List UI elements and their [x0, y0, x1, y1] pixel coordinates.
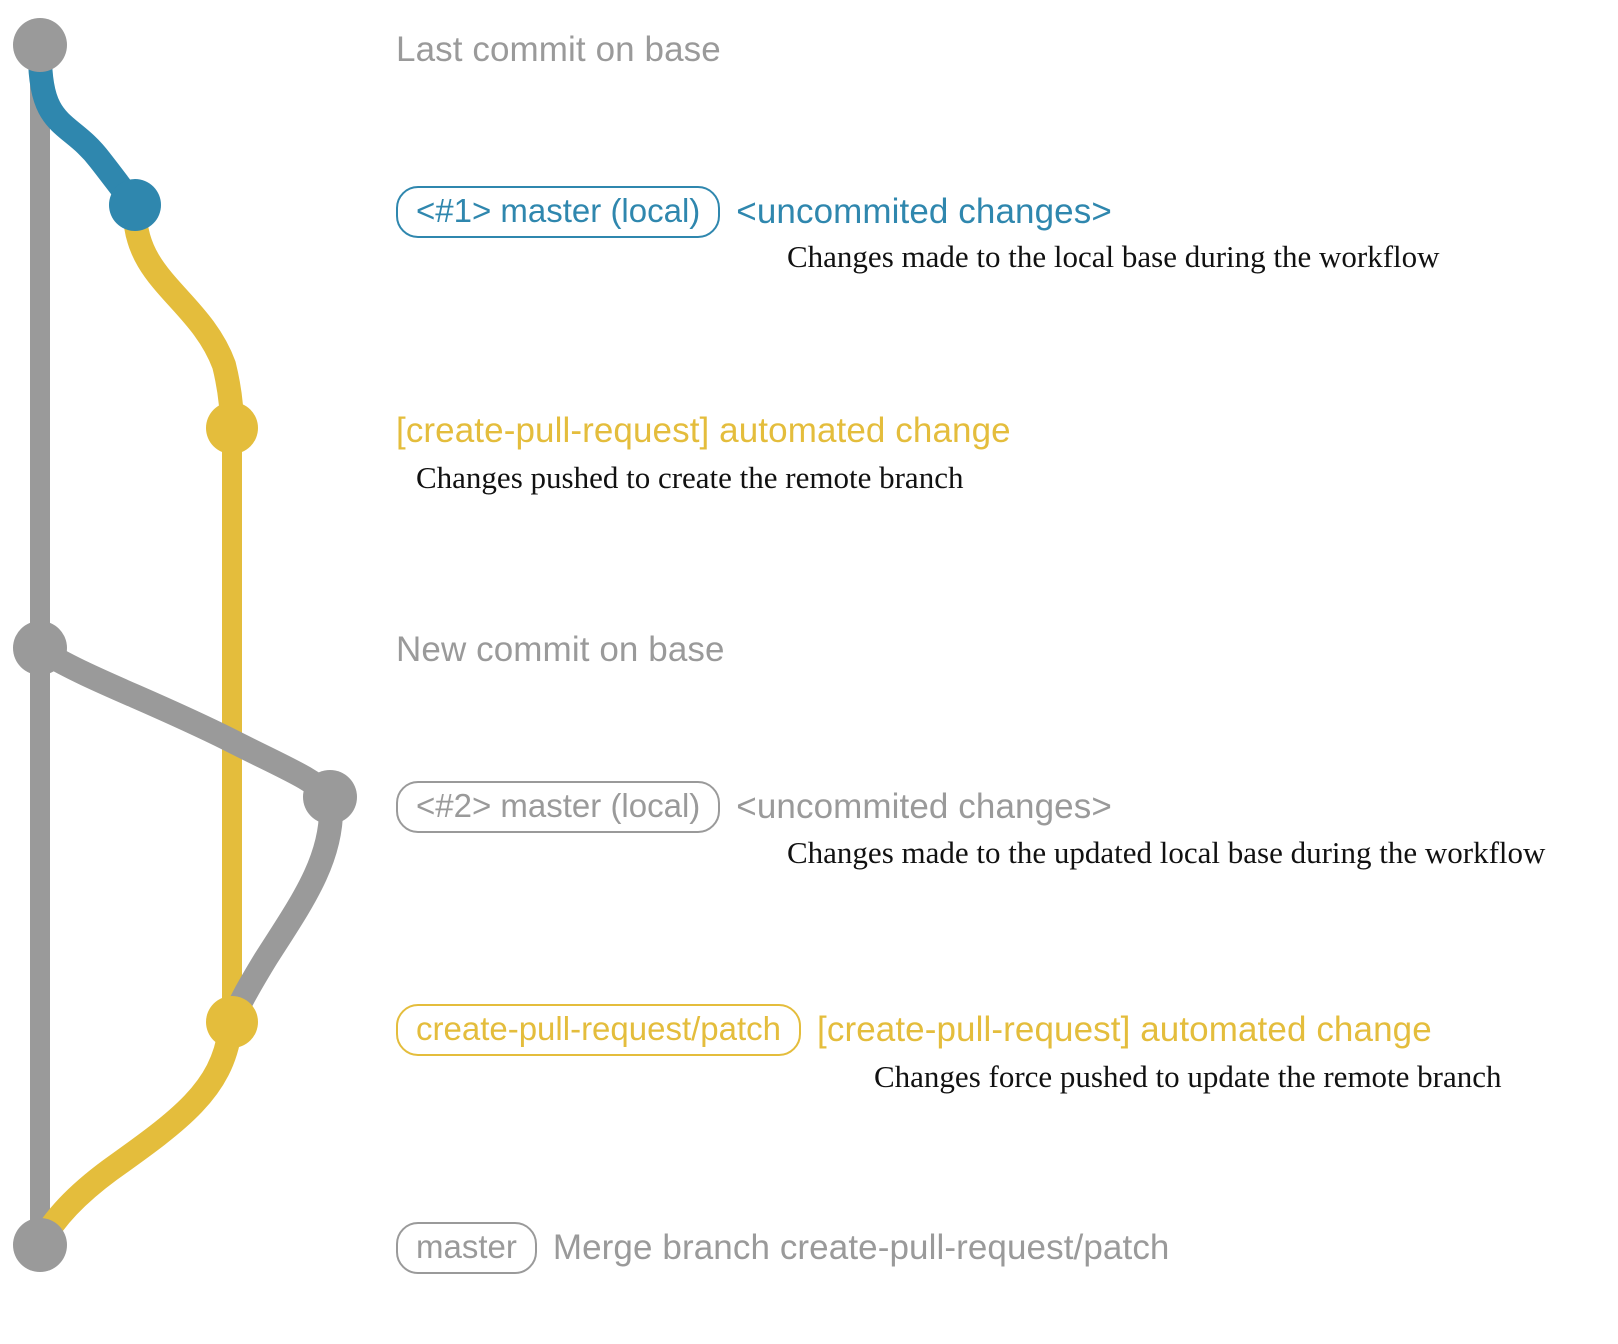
commit-row-automated-change-2: create-pull-request/patch [create-pull-r… [396, 1004, 1432, 1056]
commit-message-merge-branch: Merge branch create-pull-request/patch [552, 1228, 1170, 1267]
commit-node-merge-branch[interactable] [13, 1218, 67, 1272]
branch-chip-master[interactable]: master [396, 1222, 537, 1274]
edge-patch2-to-master [29, 1018, 242, 1255]
commit-row-new-commit-on-base: New commit on base [396, 630, 725, 670]
branch-chip-master-local-2[interactable]: <#2> master (local) [396, 781, 721, 833]
commit-node-last-commit-on-base[interactable] [13, 18, 67, 72]
edge-base2-to-local2 [32, 640, 342, 809]
commit-message-automated-change-2: [create-pull-request] automated change [817, 1010, 1432, 1049]
commit-node-new-commit-on-base[interactable] [13, 621, 67, 675]
commit-message-new-commit-on-base: New commit on base [396, 630, 725, 669]
edge-local1-to-patch1 [123, 200, 244, 440]
commit-description-master-local-2: Changes made to the updated local base d… [787, 835, 1546, 870]
commit-description-automated-change-2: Changes force pushed to update the remot… [874, 1059, 1502, 1094]
commit-node-automated-change-2[interactable] [206, 996, 258, 1048]
git-graph-canvas [13, 18, 357, 1272]
commit-message-master-local-1: <uncommited changes> [736, 192, 1112, 231]
commit-node-automated-change-1[interactable] [206, 402, 258, 454]
commit-row-merge-branch: master Merge branch create-pull-request/… [396, 1222, 1169, 1274]
commit-message-last-commit-on-base: Last commit on base [396, 30, 721, 69]
commit-description-automated-change-1: Changes pushed to create the remote bran… [416, 460, 964, 495]
commit-row-master-local-1: <#1> master (local) <uncommited changes> [396, 186, 1112, 238]
commit-node-master-local-1[interactable] [109, 179, 161, 231]
commit-message-automated-change-1: [create-pull-request] automated change [396, 411, 1011, 450]
commit-row-master-local-2: <#2> master (local) <uncommited changes> [396, 781, 1112, 833]
commit-row-last-commit-on-base: Last commit on base [396, 30, 721, 70]
branch-chip-create-pull-request-patch[interactable]: create-pull-request/patch [396, 1004, 802, 1056]
branch-chip-master-local-1[interactable]: <#1> master (local) [396, 186, 721, 238]
commit-message-master-local-2: <uncommited changes> [736, 787, 1112, 826]
commit-node-master-local-2[interactable] [303, 770, 357, 824]
commit-description-master-local-1: Changes made to the local base during th… [787, 239, 1440, 274]
commit-row-automated-change-1: [create-pull-request] automated change [396, 411, 1011, 451]
